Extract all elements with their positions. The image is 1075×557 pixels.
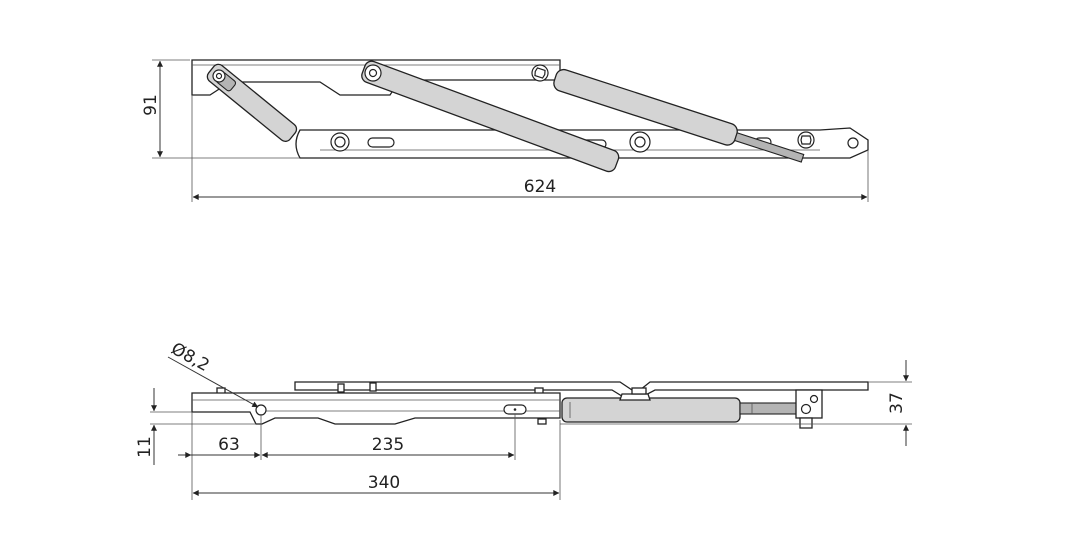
- gas-strut-short: [206, 63, 298, 143]
- end-fitting: [795, 389, 823, 429]
- dim-label-diameter: Ø8,2: [168, 339, 213, 376]
- side-view: Ø8,2 11 37 63: [135, 339, 912, 500]
- dim-label-624: 624: [524, 177, 556, 197]
- base-rail: [191, 392, 561, 425]
- dim-length-624: 624: [191, 95, 869, 202]
- dim-hole-offset-63: 63: [178, 412, 262, 500]
- dim-slot-distance-235: 235: [261, 414, 516, 460]
- top-view: 91 624: [141, 59, 869, 202]
- dim-label-235: 235: [372, 435, 404, 455]
- dim-offset-11: 11: [135, 388, 256, 465]
- end-eye-hole: [847, 137, 859, 149]
- rail-slot: [367, 137, 395, 148]
- dim-height-91: 91: [141, 59, 300, 159]
- gas-strut-long: [361, 60, 620, 173]
- dim-label-11: 11: [135, 436, 155, 458]
- gas-strut-side: [561, 387, 799, 423]
- gas-strut-upper: [531, 64, 805, 163]
- dim-label-37: 37: [887, 392, 907, 414]
- dim-height-37: 37: [560, 360, 912, 446]
- dim-label-91: 91: [141, 94, 161, 116]
- dim-base-length-340: 340: [192, 420, 561, 500]
- dim-label-340: 340: [368, 473, 400, 493]
- dim-label-63: 63: [218, 435, 240, 455]
